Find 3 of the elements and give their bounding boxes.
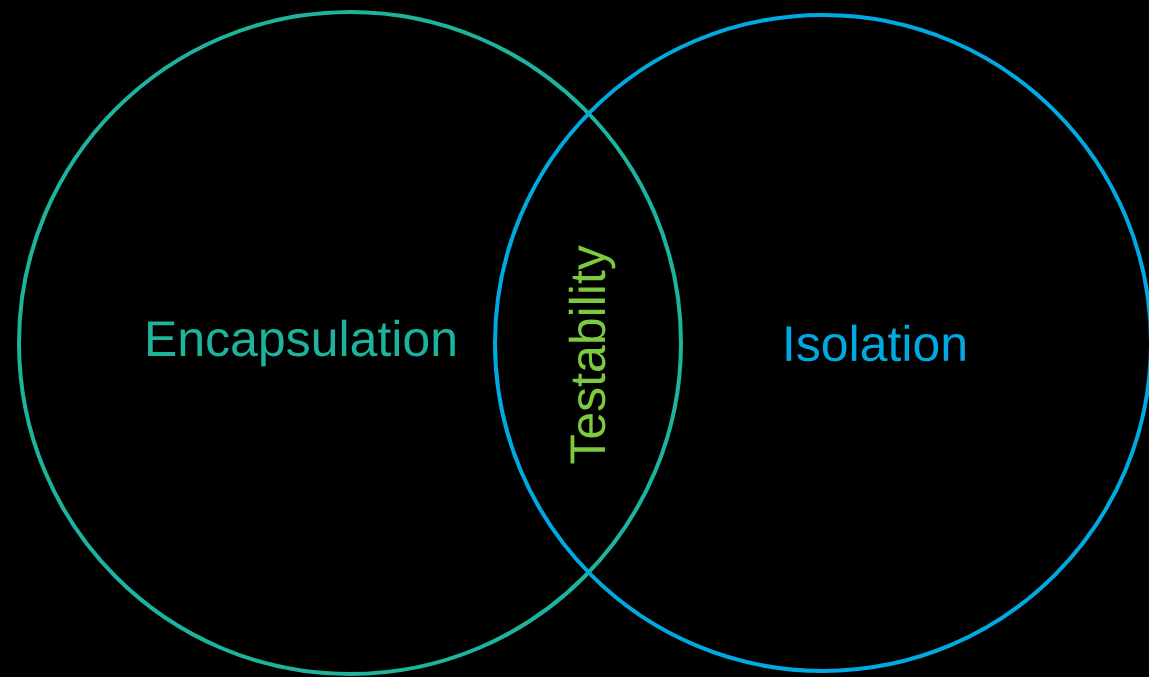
circle-label: Encapsulation xyxy=(148,319,455,367)
circle-label: Isolation xyxy=(786,324,965,362)
overlap-label: Testability xyxy=(568,245,616,464)
